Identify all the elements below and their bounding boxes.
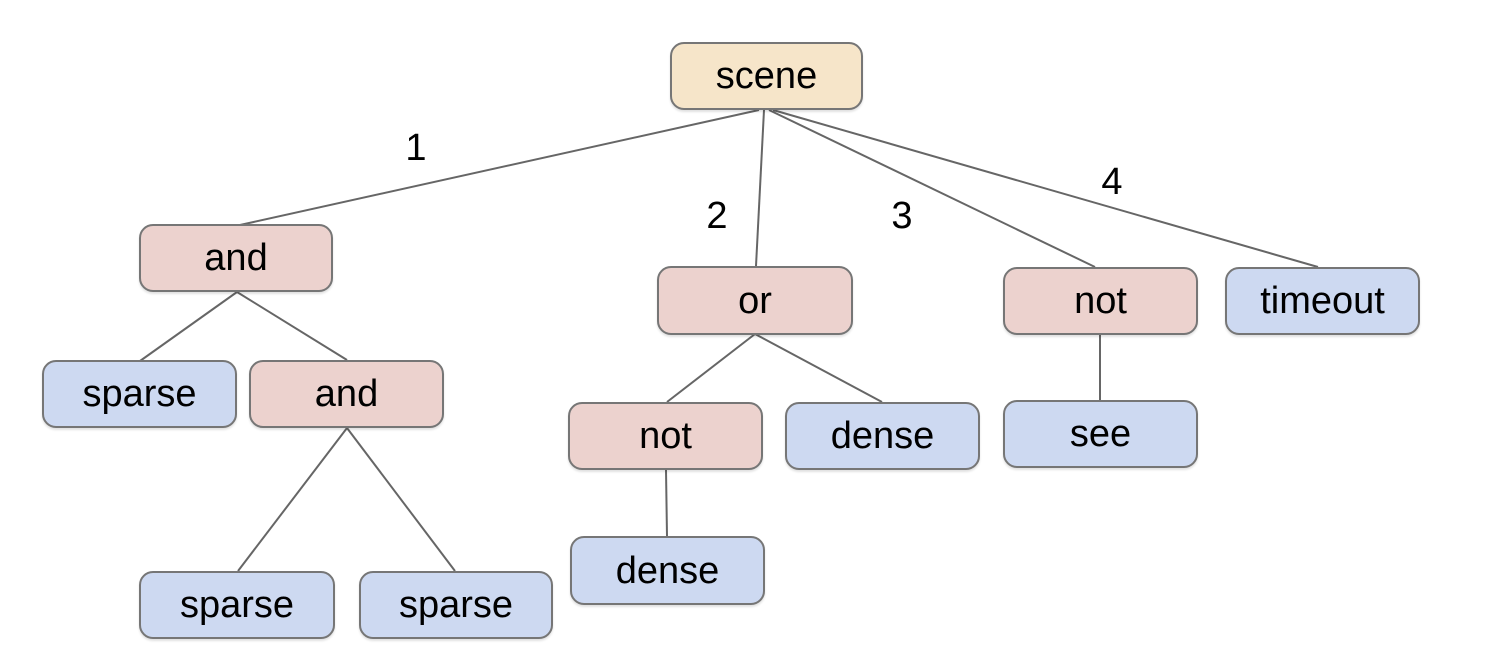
- node-dense-1: dense: [785, 402, 980, 470]
- edge-not2-dense2: [665, 469, 668, 537]
- node-and-2: and: [249, 360, 444, 428]
- edge-label-2: 2: [706, 195, 728, 237]
- node-scene: scene: [670, 42, 863, 110]
- node-and-1: and: [139, 224, 333, 292]
- edge-and-and2: [236, 291, 348, 361]
- edge-and2-sparse2: [237, 427, 348, 572]
- edge-and-sparse: [139, 291, 238, 362]
- edge-scene-timeout: [772, 109, 1319, 268]
- node-or-1: or: [657, 266, 853, 335]
- node-sparse-2: sparse: [139, 571, 335, 639]
- node-see: see: [1003, 400, 1198, 468]
- node-not-2: not: [568, 402, 763, 470]
- node-sparse-1: sparse: [42, 360, 237, 428]
- node-sparse-3: sparse: [359, 571, 553, 639]
- node-dense-2: dense: [570, 536, 765, 605]
- node-not-1: not: [1003, 267, 1198, 335]
- edge-scene-and: [239, 109, 760, 226]
- edge-scene-not: [768, 109, 1096, 268]
- edge-or-not2: [666, 333, 756, 403]
- edge-label-1: 1: [405, 127, 427, 169]
- edge-or-dense: [754, 333, 883, 403]
- edge-label-3: 3: [891, 195, 913, 237]
- edge-label-4: 4: [1101, 161, 1123, 203]
- edge-and2-sparse3: [346, 427, 456, 572]
- node-timeout: timeout: [1225, 267, 1420, 335]
- edge-scene-or: [755, 109, 765, 267]
